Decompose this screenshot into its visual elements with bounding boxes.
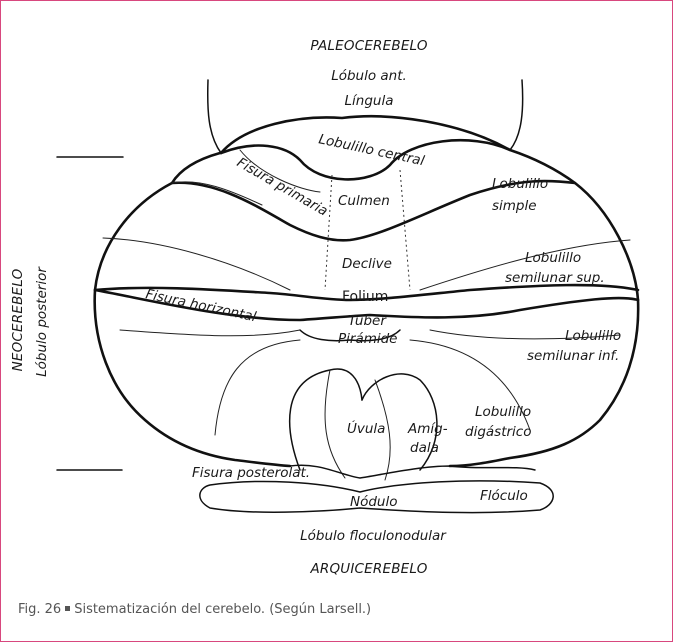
lobulillo-central-region: [219, 139, 512, 181]
label-lobulo-floculonodular: Lóbulo floculonodular: [300, 528, 447, 544]
label-lobulillo-central: Lobulillo central: [317, 131, 426, 169]
label-lobulillo-sem-inf-2: semilunar inf.: [527, 348, 619, 364]
label-fisura-posterolat: Fisura posterolat.: [192, 465, 310, 481]
label-culmen: Culmen: [338, 193, 390, 209]
label-lobulo-ant: Lóbulo ant.: [331, 68, 407, 84]
label-lobulillo-simple-1: Lobulillo: [492, 176, 548, 192]
label-lobulillo-sem-inf-1: Lobulillo: [565, 328, 621, 344]
label-amigdala-2: dala: [410, 440, 439, 456]
label-folium: Folium: [342, 289, 388, 305]
label-lobulillo-dig-1: Lobulillo: [475, 404, 531, 420]
label-amigdala-1: Amíg-: [407, 421, 448, 437]
label-arquicerebelo: ARQUICEREBELO: [309, 561, 427, 577]
label-lobulillo-sem-sup-1: Lobulillo: [525, 250, 581, 266]
uvula-region: [288, 368, 363, 471]
stem-left: [206, 79, 222, 154]
divider-left: [324, 174, 333, 291]
label-lobulo-posterior: Lóbulo posterior: [34, 266, 50, 377]
label-lobulillo-sem-sup-2: semilunar sup.: [505, 270, 605, 286]
caption-fig-number: Fig. 26: [18, 602, 62, 617]
declive-region: [93, 283, 640, 302]
label-neocerebelo: NEOCEREBELO: [10, 268, 26, 371]
caption-text: Sistematización del cerebelo. (Según Lar…: [74, 602, 372, 617]
label-floculo: Flóculo: [480, 488, 528, 504]
divider-right: [399, 169, 411, 291]
stem-right: [509, 79, 524, 151]
piramide-region: [299, 329, 401, 342]
label-tuber: Tuber: [348, 313, 387, 329]
label-uvula: Úvula: [347, 419, 385, 437]
label-piramide: Pirámide: [338, 331, 398, 347]
label-lobulillo-simple-2: simple: [492, 198, 537, 214]
label-lingula: Língula: [345, 93, 394, 109]
fisura-posterolateral: [289, 464, 536, 479]
label-nodulo: Nódulo: [350, 494, 398, 510]
caption-bullet: [65, 606, 71, 611]
label-fisura-primaria: Fisura primaria: [234, 155, 330, 220]
label-declive: Declive: [342, 256, 392, 272]
nodulo-floculo-region: [199, 480, 554, 514]
figure-caption: Fig. 26 Sistematización del cerebelo. (Se…: [18, 602, 658, 617]
label-lobulillo-dig-2: digástrico: [465, 424, 531, 440]
fisura-horizontal: [93, 288, 640, 322]
label-paleocerebelo: PALEOCEREBELO: [310, 38, 428, 54]
culmen-region: [170, 179, 577, 242]
